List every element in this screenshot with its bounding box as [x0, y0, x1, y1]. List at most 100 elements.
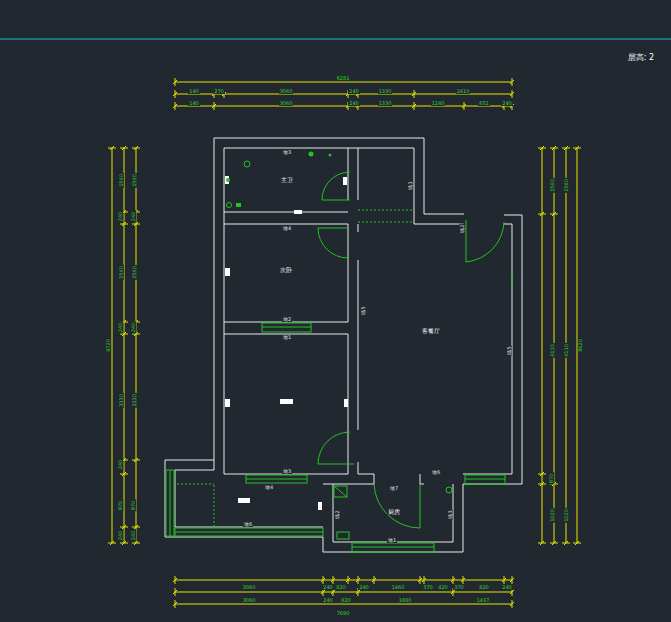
dimension-label: 651	[478, 101, 490, 106]
wall-label: 墙3	[282, 150, 292, 155]
dimension-line	[552, 212, 556, 216]
dimension-label: 3330	[118, 393, 123, 408]
dimension-line	[346, 578, 350, 582]
dimension-label: 3060	[242, 585, 257, 590]
dimension-label: 1240	[431, 101, 446, 106]
dimension-line	[134, 458, 138, 462]
dimension-label: 1540	[118, 173, 123, 188]
dimension-lines	[108, 78, 581, 608]
dimension-label: 1560	[563, 178, 568, 193]
dimension-line	[173, 92, 177, 96]
dots	[226, 152, 332, 208]
dimension-label: 370	[453, 585, 465, 590]
dimension-line	[134, 525, 138, 529]
dimension-label: 4110	[549, 343, 554, 358]
dimension-label: 240	[131, 321, 136, 333]
dimension-line	[356, 578, 360, 582]
dimension-label: 240	[358, 585, 370, 590]
dimension-label: 240	[131, 210, 136, 222]
wall-label: 墙3	[282, 469, 292, 474]
dimension-label: 2410	[456, 89, 471, 94]
dimension-label: 240	[322, 598, 334, 603]
wall-label: 墙4	[282, 226, 292, 231]
room-label: 次卧	[279, 267, 293, 273]
dimension-line	[540, 541, 544, 545]
header-rule	[0, 39, 671, 40]
dimension-line	[461, 578, 465, 582]
dimension-line	[462, 104, 466, 108]
dimension-line	[175, 82, 512, 83]
dimension-label: 3060	[279, 101, 294, 106]
dimension-label: 3330	[131, 393, 136, 408]
dimension-line	[122, 525, 126, 529]
dimension-line	[173, 590, 177, 594]
dimension-line	[422, 578, 426, 582]
dimension-line	[331, 578, 335, 582]
dimension-label: 240	[118, 529, 123, 541]
dimension-line	[110, 146, 114, 150]
dimension-line	[212, 104, 216, 108]
dimension-label: 870	[549, 472, 554, 484]
wall-label: 墙2	[335, 509, 340, 519]
doors-windows	[166, 161, 512, 552]
dimension-line	[564, 541, 568, 545]
dimension-line	[122, 146, 126, 150]
room-label: 客餐厅	[421, 328, 441, 334]
dimension-label: 1020	[549, 508, 554, 523]
wall-label: 墙4	[264, 485, 274, 490]
dimension-line	[418, 578, 422, 582]
dimension-label: 820	[335, 585, 347, 590]
dimension-line	[321, 590, 325, 594]
dimension-label: 420	[437, 585, 449, 590]
dimension-label: 140	[188, 89, 200, 94]
dimension-line	[510, 590, 514, 594]
dimension-label: 370	[422, 585, 434, 590]
wall-label: 墙2	[460, 223, 465, 233]
dimension-line	[331, 590, 335, 594]
dimension-line	[356, 590, 360, 594]
dimension-label: 240	[348, 89, 360, 94]
dimension-line	[124, 148, 125, 543]
dimension-line	[451, 578, 455, 582]
dimension-label: 240	[118, 210, 123, 222]
dimension-label: 6281	[336, 76, 351, 81]
dimension-line	[540, 482, 544, 486]
dimension-line	[175, 604, 512, 605]
dimension-line	[552, 541, 556, 545]
dimension-line	[575, 541, 579, 545]
dimension-line	[173, 80, 177, 84]
dimension-label: 3060	[242, 598, 257, 603]
dimension-line	[175, 94, 512, 95]
dimension-line	[122, 472, 126, 476]
dimension-line	[173, 578, 177, 582]
dimension-line	[451, 590, 455, 594]
dimension-label: 240	[322, 585, 334, 590]
wall-label: 墙3	[448, 509, 453, 519]
dimension-line	[175, 106, 512, 107]
wall-label: 墙1	[387, 538, 397, 543]
dimension-line	[372, 578, 376, 582]
dimension-line	[412, 104, 416, 108]
wall-label: 墙5	[507, 345, 512, 355]
dimension-label: 240	[501, 585, 513, 590]
dimension-label: 240	[501, 101, 513, 106]
dimension-line	[173, 104, 177, 108]
dimension-label: 870	[118, 499, 123, 511]
dimension-line	[540, 472, 544, 476]
dimension-line	[575, 146, 579, 150]
dimension-line	[510, 578, 514, 582]
dimension-line	[502, 578, 506, 582]
dimension-label: 270	[213, 89, 225, 94]
dimension-label: 820	[340, 598, 352, 603]
dimension-label: 1330	[378, 101, 393, 106]
wall-label: 墙2	[282, 317, 292, 322]
dimension-label: 870	[131, 499, 136, 511]
dimension-label: 1880	[398, 598, 413, 603]
dimension-label: 1540	[131, 265, 136, 280]
dimension-line	[173, 602, 177, 606]
dimension-line	[134, 541, 138, 545]
dimension-line	[552, 146, 556, 150]
dimension-label: 4110	[563, 343, 568, 358]
dimension-line	[510, 80, 514, 84]
